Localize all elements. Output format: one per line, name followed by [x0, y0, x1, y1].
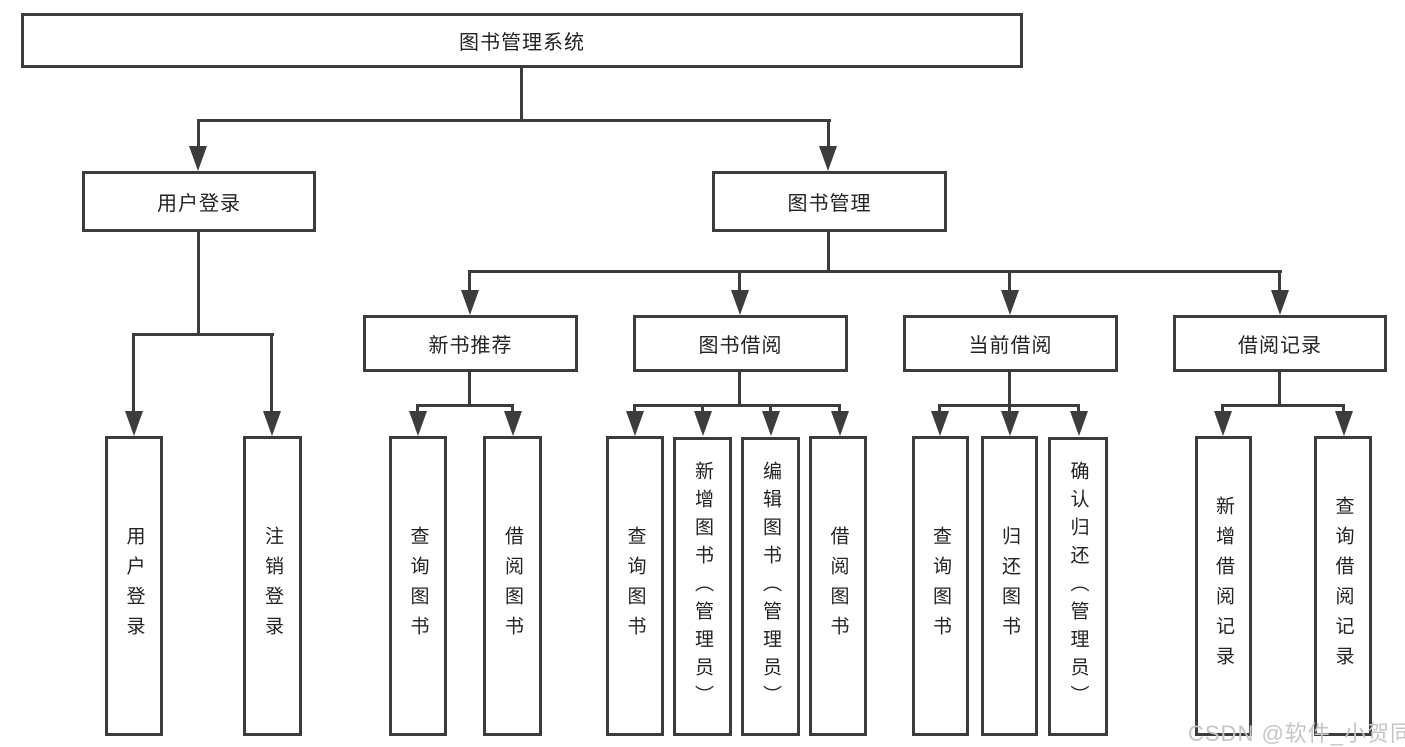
connector-vline [701, 404, 704, 412]
connector-vline [1221, 404, 1224, 412]
node-book-borrowing: 图书借阅 [633, 315, 848, 372]
node-label: 当前借阅 [968, 335, 1053, 357]
arrow-down-icon [1214, 411, 1232, 436]
leaf-query-borrow-record: 查询借阅记录 [1314, 436, 1372, 736]
node-label: 图书借阅 [698, 335, 783, 357]
connector-hline [132, 333, 274, 336]
node-label: 查询图书 [407, 526, 429, 646]
connector-vline [511, 404, 514, 412]
node-user-login: 用户登录 [82, 171, 316, 232]
node-book-management: 图书管理 [712, 171, 947, 232]
arrow-down-icon [931, 411, 949, 436]
arrow-down-icon [1001, 411, 1019, 436]
connector-vline [270, 333, 273, 413]
arrow-down-icon [694, 411, 712, 436]
node-label: 查询借阅记录 [1332, 496, 1354, 676]
connector-vline [633, 404, 636, 412]
connector-hline [416, 404, 514, 407]
arrow-down-icon [1335, 411, 1353, 436]
connector-vline [520, 68, 523, 121]
node-label: 图书管理 [787, 193, 872, 215]
node-label: 归还图书 [999, 526, 1020, 646]
connector-vline [827, 232, 830, 273]
arrow-down-icon [831, 411, 849, 436]
connector-hline [633, 404, 841, 407]
connector-vline [1008, 270, 1011, 292]
node-label: 用户登录 [157, 193, 241, 215]
connector-vline [1077, 404, 1080, 412]
connector-hline [197, 119, 831, 122]
node-label: 新书推荐 [428, 335, 513, 357]
node-root-library-system: 图书管理系统 [21, 13, 1023, 68]
node-label: 确认归还（管理员） [1067, 460, 1089, 713]
csdn-watermark: CSDN @软件_小贺同学 [1188, 721, 1405, 746]
node-label: 借阅图书 [502, 526, 523, 646]
leaf-confirm-return-admin: 确认归还（管理员） [1048, 437, 1108, 736]
node-label: 新增借阅记录 [1213, 496, 1234, 676]
leaf-query-books-3: 查询图书 [912, 436, 969, 736]
leaf-return-books: 归还图书 [981, 436, 1038, 736]
connector-hline [1221, 404, 1345, 407]
connector-vline [1342, 404, 1345, 412]
connector-vline [197, 119, 200, 150]
connector-vline [738, 372, 741, 407]
arrow-down-icon [1001, 290, 1019, 315]
leaf-logout: 注销登录 [243, 436, 302, 736]
connector-vline [416, 404, 419, 412]
arrow-down-icon [819, 146, 837, 171]
leaf-user-login: 用户登录 [105, 436, 163, 736]
node-label: 注销登录 [262, 526, 283, 646]
connector-vline [838, 404, 841, 412]
node-label: 用户登录 [123, 526, 145, 646]
arrow-down-icon [626, 411, 644, 436]
arrow-down-icon [263, 411, 281, 436]
connector-vline [197, 232, 200, 336]
leaf-borrow-books-2: 借阅图书 [809, 436, 867, 736]
arrow-down-icon [731, 290, 749, 315]
node-label: 借阅记录 [1238, 335, 1322, 357]
arrow-down-icon [762, 411, 780, 436]
arrow-down-icon [125, 411, 143, 436]
connector-vline [769, 404, 772, 412]
arrow-down-icon [504, 411, 522, 436]
arrow-down-icon [461, 290, 479, 315]
connector-vline [827, 119, 830, 150]
arrow-down-icon [1070, 411, 1088, 436]
leaf-borrow-books-1: 借阅图书 [483, 436, 542, 736]
connector-vline [1278, 270, 1281, 292]
node-label: 查询图书 [624, 526, 646, 646]
arrow-down-icon [189, 146, 207, 171]
arrow-down-icon [409, 411, 427, 436]
node-label: 借阅图书 [827, 526, 849, 646]
connector-vline [1008, 372, 1011, 407]
node-label: 查询图书 [930, 526, 951, 646]
leaf-query-books-1: 查询图书 [389, 436, 447, 736]
node-current-borrowing: 当前借阅 [903, 315, 1118, 372]
arrow-down-icon [1271, 290, 1289, 315]
leaf-add-book-admin: 新增图书（管理员） [673, 437, 732, 736]
node-borrowing-records: 借阅记录 [1173, 315, 1387, 372]
node-new-book-recommend: 新书推荐 [363, 315, 578, 372]
connector-hline [468, 270, 1282, 273]
node-label: 新增图书（管理员） [692, 460, 713, 713]
connector-vline [738, 270, 741, 292]
connector-vline [468, 372, 471, 407]
connector-vline [132, 333, 135, 413]
leaf-add-borrow-record: 新增借阅记录 [1195, 436, 1252, 736]
leaf-edit-book-admin: 编辑图书（管理员） [741, 437, 800, 736]
connector-vline [938, 404, 941, 412]
leaf-query-books-2: 查询图书 [606, 436, 664, 736]
connector-vline [1278, 372, 1281, 407]
connector-vline [1008, 404, 1011, 412]
node-label: 图书管理系统 [459, 32, 585, 54]
connector-vline [468, 270, 471, 292]
node-label: 编辑图书（管理员） [760, 460, 781, 713]
